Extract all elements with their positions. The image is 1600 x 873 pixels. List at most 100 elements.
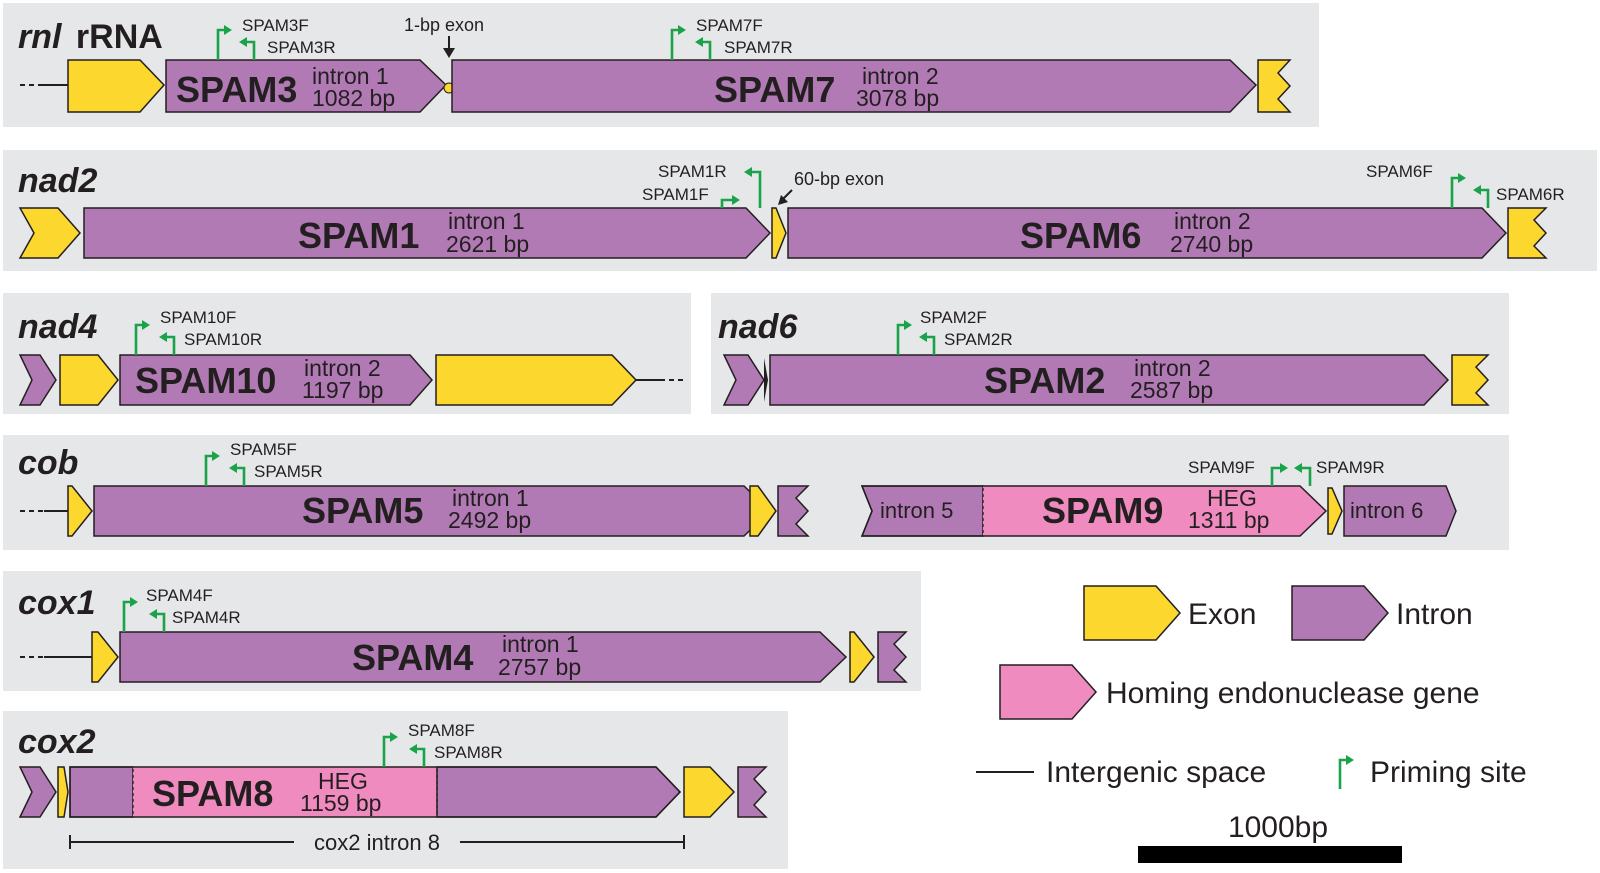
- gene-name-cox1: cox1: [18, 584, 96, 622]
- legend-priming-label: Priming site: [1370, 756, 1527, 789]
- primer-spam8f: SPAM8F: [408, 721, 475, 740]
- spam7-intron: intron 2: [862, 63, 939, 89]
- primer-spam6f: SPAM6F: [1366, 162, 1433, 181]
- legend-priming-swatch: [1338, 755, 1354, 789]
- priming-site-spam1f: [720, 198, 734, 208]
- primer-spam2f: SPAM2F: [920, 308, 987, 327]
- panel-cob: cob SPAM5 intron 1 2492 bp SPAM5F SPAM5R…: [3, 435, 1509, 550]
- intron-end: [777, 485, 810, 537]
- exon: [849, 631, 875, 683]
- legend-intron-swatch: [1291, 585, 1390, 641]
- bracket-label: cox2 intron 8: [314, 830, 440, 855]
- intron-end: [737, 766, 768, 818]
- primer-spam10r: SPAM10R: [184, 330, 262, 349]
- exon-small: [764, 358, 768, 402]
- gene-name-nad2: nad2: [18, 162, 97, 200]
- exon: [18, 207, 81, 259]
- spam3-size: 1082 bp: [312, 85, 395, 111]
- intron-6-label: intron 6: [1350, 498, 1423, 523]
- spam7-label: SPAM7: [714, 69, 835, 110]
- intron-spam4: [119, 631, 848, 683]
- intron-spam6: [787, 207, 1508, 259]
- spam3-intron: intron 1: [312, 63, 389, 89]
- spam5-label: SPAM5: [302, 490, 423, 531]
- intron: [18, 766, 57, 818]
- exon: [57, 766, 69, 818]
- intron-8-left: [69, 766, 134, 818]
- exon: [67, 59, 166, 113]
- exon: [59, 354, 119, 406]
- gene-name-rnl: rnl rRNA: [18, 18, 163, 56]
- intron-spam5: [93, 485, 772, 537]
- spam8-size: 1159 bp: [300, 790, 381, 816]
- primer-spam10f: SPAM10F: [160, 308, 236, 327]
- primer-spam3r: SPAM3R: [267, 38, 336, 57]
- gene-name-nad4: nad4: [18, 308, 97, 346]
- sixty-bp-exon-note: 60-bp exon: [794, 169, 884, 189]
- spam2-size: 2587 bp: [1130, 377, 1213, 403]
- spam2-intron: intron 2: [1134, 355, 1211, 381]
- intron-spam1: [83, 207, 772, 259]
- priming-site-spam1r-head: [744, 167, 752, 177]
- spam3-label: SPAM3: [176, 69, 297, 110]
- priming-site-spam9f: [1270, 466, 1282, 486]
- primer-spam7r: SPAM7R: [724, 38, 793, 57]
- panel-rnl: rnl rRNA SPAM3 intron 1 1082 bp SPAM7 in…: [3, 3, 1319, 127]
- primer-spam1f: SPAM1F: [642, 185, 709, 204]
- primer-spam1r: SPAM1R: [658, 162, 727, 181]
- panel-nad4: nad4 SPAM10 intron 2 1197 bp SPAM10F SPA…: [3, 293, 691, 414]
- intron-8-outline: [69, 766, 682, 818]
- intron-8-bracket: cox2 intron 8: [69, 830, 685, 855]
- primer-spam5r: SPAM5R: [254, 462, 323, 481]
- primer-spam7f: SPAM7F: [696, 16, 763, 35]
- primer-spam8r: SPAM8R: [434, 743, 503, 762]
- exon: [1451, 354, 1490, 406]
- panel-cox2: cox2 SPAM8 HEG 1159 bp SPAM8F SPAM8R cox…: [3, 711, 788, 869]
- heg-spam9: [983, 486, 1326, 536]
- spam4-size: 2757 bp: [498, 654, 581, 680]
- spam4-intron: intron 1: [502, 631, 579, 657]
- primer-spam9r: SPAM9R: [1316, 458, 1385, 477]
- primer-spam6r: SPAM6R: [1496, 185, 1565, 204]
- exon: [1327, 487, 1343, 535]
- panel-cox1: cox1 SPAM4 intron 1 2757 bp SPAM4F SPAM4…: [3, 571, 921, 691]
- primer-spam9f: SPAM9F: [1188, 458, 1255, 477]
- priming-site-spam1r: [750, 170, 762, 208]
- legend-intergenic-label: Intergenic space: [1046, 756, 1266, 789]
- spam5-size: 2492 bp: [448, 507, 531, 533]
- one-bp-exon-note: 1-bp exon: [404, 15, 484, 35]
- panel-nad2: nad2 SPAM1 intron 1 2621 bp SPAM6 intron…: [3, 150, 1597, 271]
- intron-spam7: [451, 59, 1258, 113]
- spam5-intron: intron 1: [452, 485, 529, 511]
- scale-bar: [1138, 846, 1402, 863]
- gene-name-cox2: cox2: [18, 723, 96, 761]
- exon: [67, 485, 93, 537]
- scale-bar-label: 1000bp: [1228, 811, 1328, 844]
- panel-nad6: nad6 SPAM2 intron 2 2587 bp SPAM2F SPAM2…: [711, 293, 1509, 414]
- spam6-intron: intron 2: [1174, 208, 1251, 234]
- legend-heg-swatch: [999, 664, 1098, 720]
- intron: [722, 354, 765, 406]
- intron-spam2: [769, 354, 1450, 406]
- primer-spam4r: SPAM4R: [172, 608, 241, 627]
- spam9-size: 1311 bp: [1188, 507, 1269, 533]
- exon: [91, 631, 119, 683]
- exon: [749, 485, 777, 537]
- spam8-heg: HEG: [318, 768, 368, 794]
- priming-site-spam9r-head: [1294, 463, 1302, 473]
- spam4-label: SPAM4: [352, 637, 473, 678]
- exon: [1257, 59, 1292, 113]
- intron-8-right: [436, 766, 682, 818]
- spam2-label: SPAM2: [984, 360, 1105, 401]
- legend: Exon Intron Homing endonuclease gene Int…: [976, 585, 1527, 863]
- intron-6: [1343, 485, 1457, 537]
- spam1-size: 2621 bp: [446, 231, 529, 257]
- spam1-label: SPAM1: [298, 215, 419, 256]
- spam9-heg: HEG: [1207, 485, 1257, 511]
- spam8-label: SPAM8: [152, 773, 273, 814]
- exon-60bp: [771, 207, 787, 259]
- intron-5-label: intron 5: [880, 498, 953, 523]
- exon: [1507, 207, 1548, 259]
- primer-spam3f: SPAM3F: [242, 16, 309, 35]
